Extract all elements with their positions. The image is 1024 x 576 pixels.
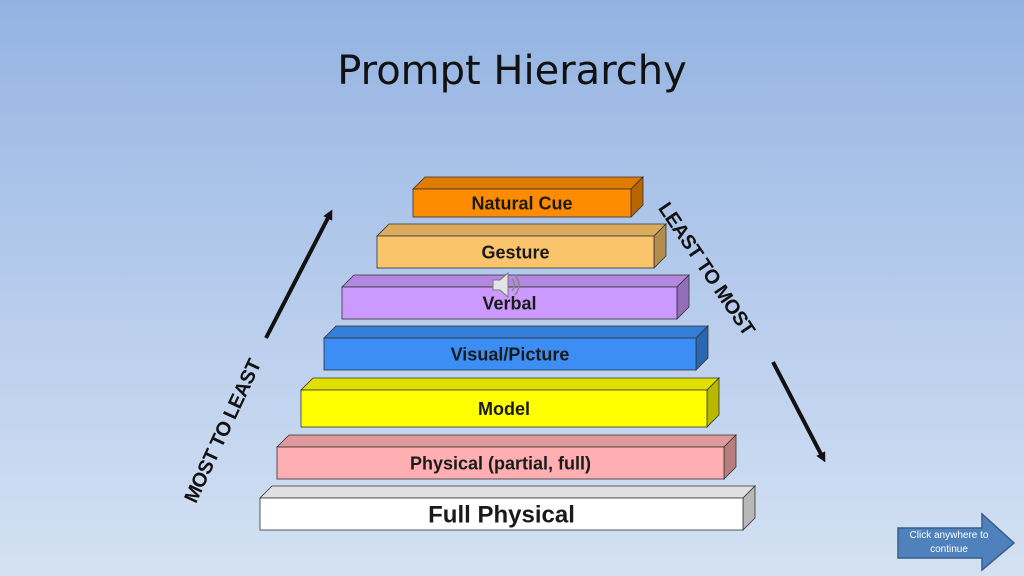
tier-top-face: [323, 325, 709, 339]
tier-front-face: [276, 446, 725, 480]
tier-3: Verbal: [341, 274, 690, 320]
continue-button[interactable]: Click anywhere to continue: [896, 512, 1018, 572]
tier-label: Gesture: [481, 242, 549, 262]
continue-button-label: Click anywhere to continue: [909, 530, 989, 555]
tier-1: Natural Cue: [412, 176, 644, 218]
tier-5: Model: [300, 377, 720, 428]
tier-top-face: [376, 223, 667, 237]
tier-2: Gesture: [376, 223, 667, 269]
slide-title: Prompt Hierarchy: [337, 48, 687, 94]
tier-label: Full Physical: [428, 502, 575, 529]
tier-top-face: [276, 434, 737, 448]
tier-label: Verbal: [482, 293, 536, 313]
tier-front-face: [259, 497, 744, 531]
pyramid-tiers: Natural CueGestureVerbalVisual/PictureMo…: [259, 176, 756, 531]
tier-label: Model: [478, 399, 530, 419]
tier-7: Full Physical: [259, 485, 756, 531]
down-arrow: [771, 361, 826, 463]
tier-top-face: [300, 377, 720, 391]
tier-label: Visual/Picture: [451, 344, 570, 364]
up-arrow: [264, 209, 333, 339]
tier-label: Natural Cue: [471, 193, 572, 213]
tier-front-face: [376, 235, 655, 269]
tier-top-face: [259, 485, 756, 499]
tier-6: Physical (partial, full): [276, 434, 737, 480]
tier-top-face: [412, 176, 644, 190]
tier-label: Physical (partial, full): [410, 453, 591, 473]
tier-front-face: [323, 337, 697, 371]
tier-4: Visual/Picture: [323, 325, 709, 371]
speaker-icon[interactable]: [492, 271, 520, 299]
tier-front-face: [341, 286, 678, 320]
right-arrow-icon: [897, 512, 1016, 572]
tier-front-face: [412, 188, 632, 218]
tier-front-face: [300, 389, 708, 428]
